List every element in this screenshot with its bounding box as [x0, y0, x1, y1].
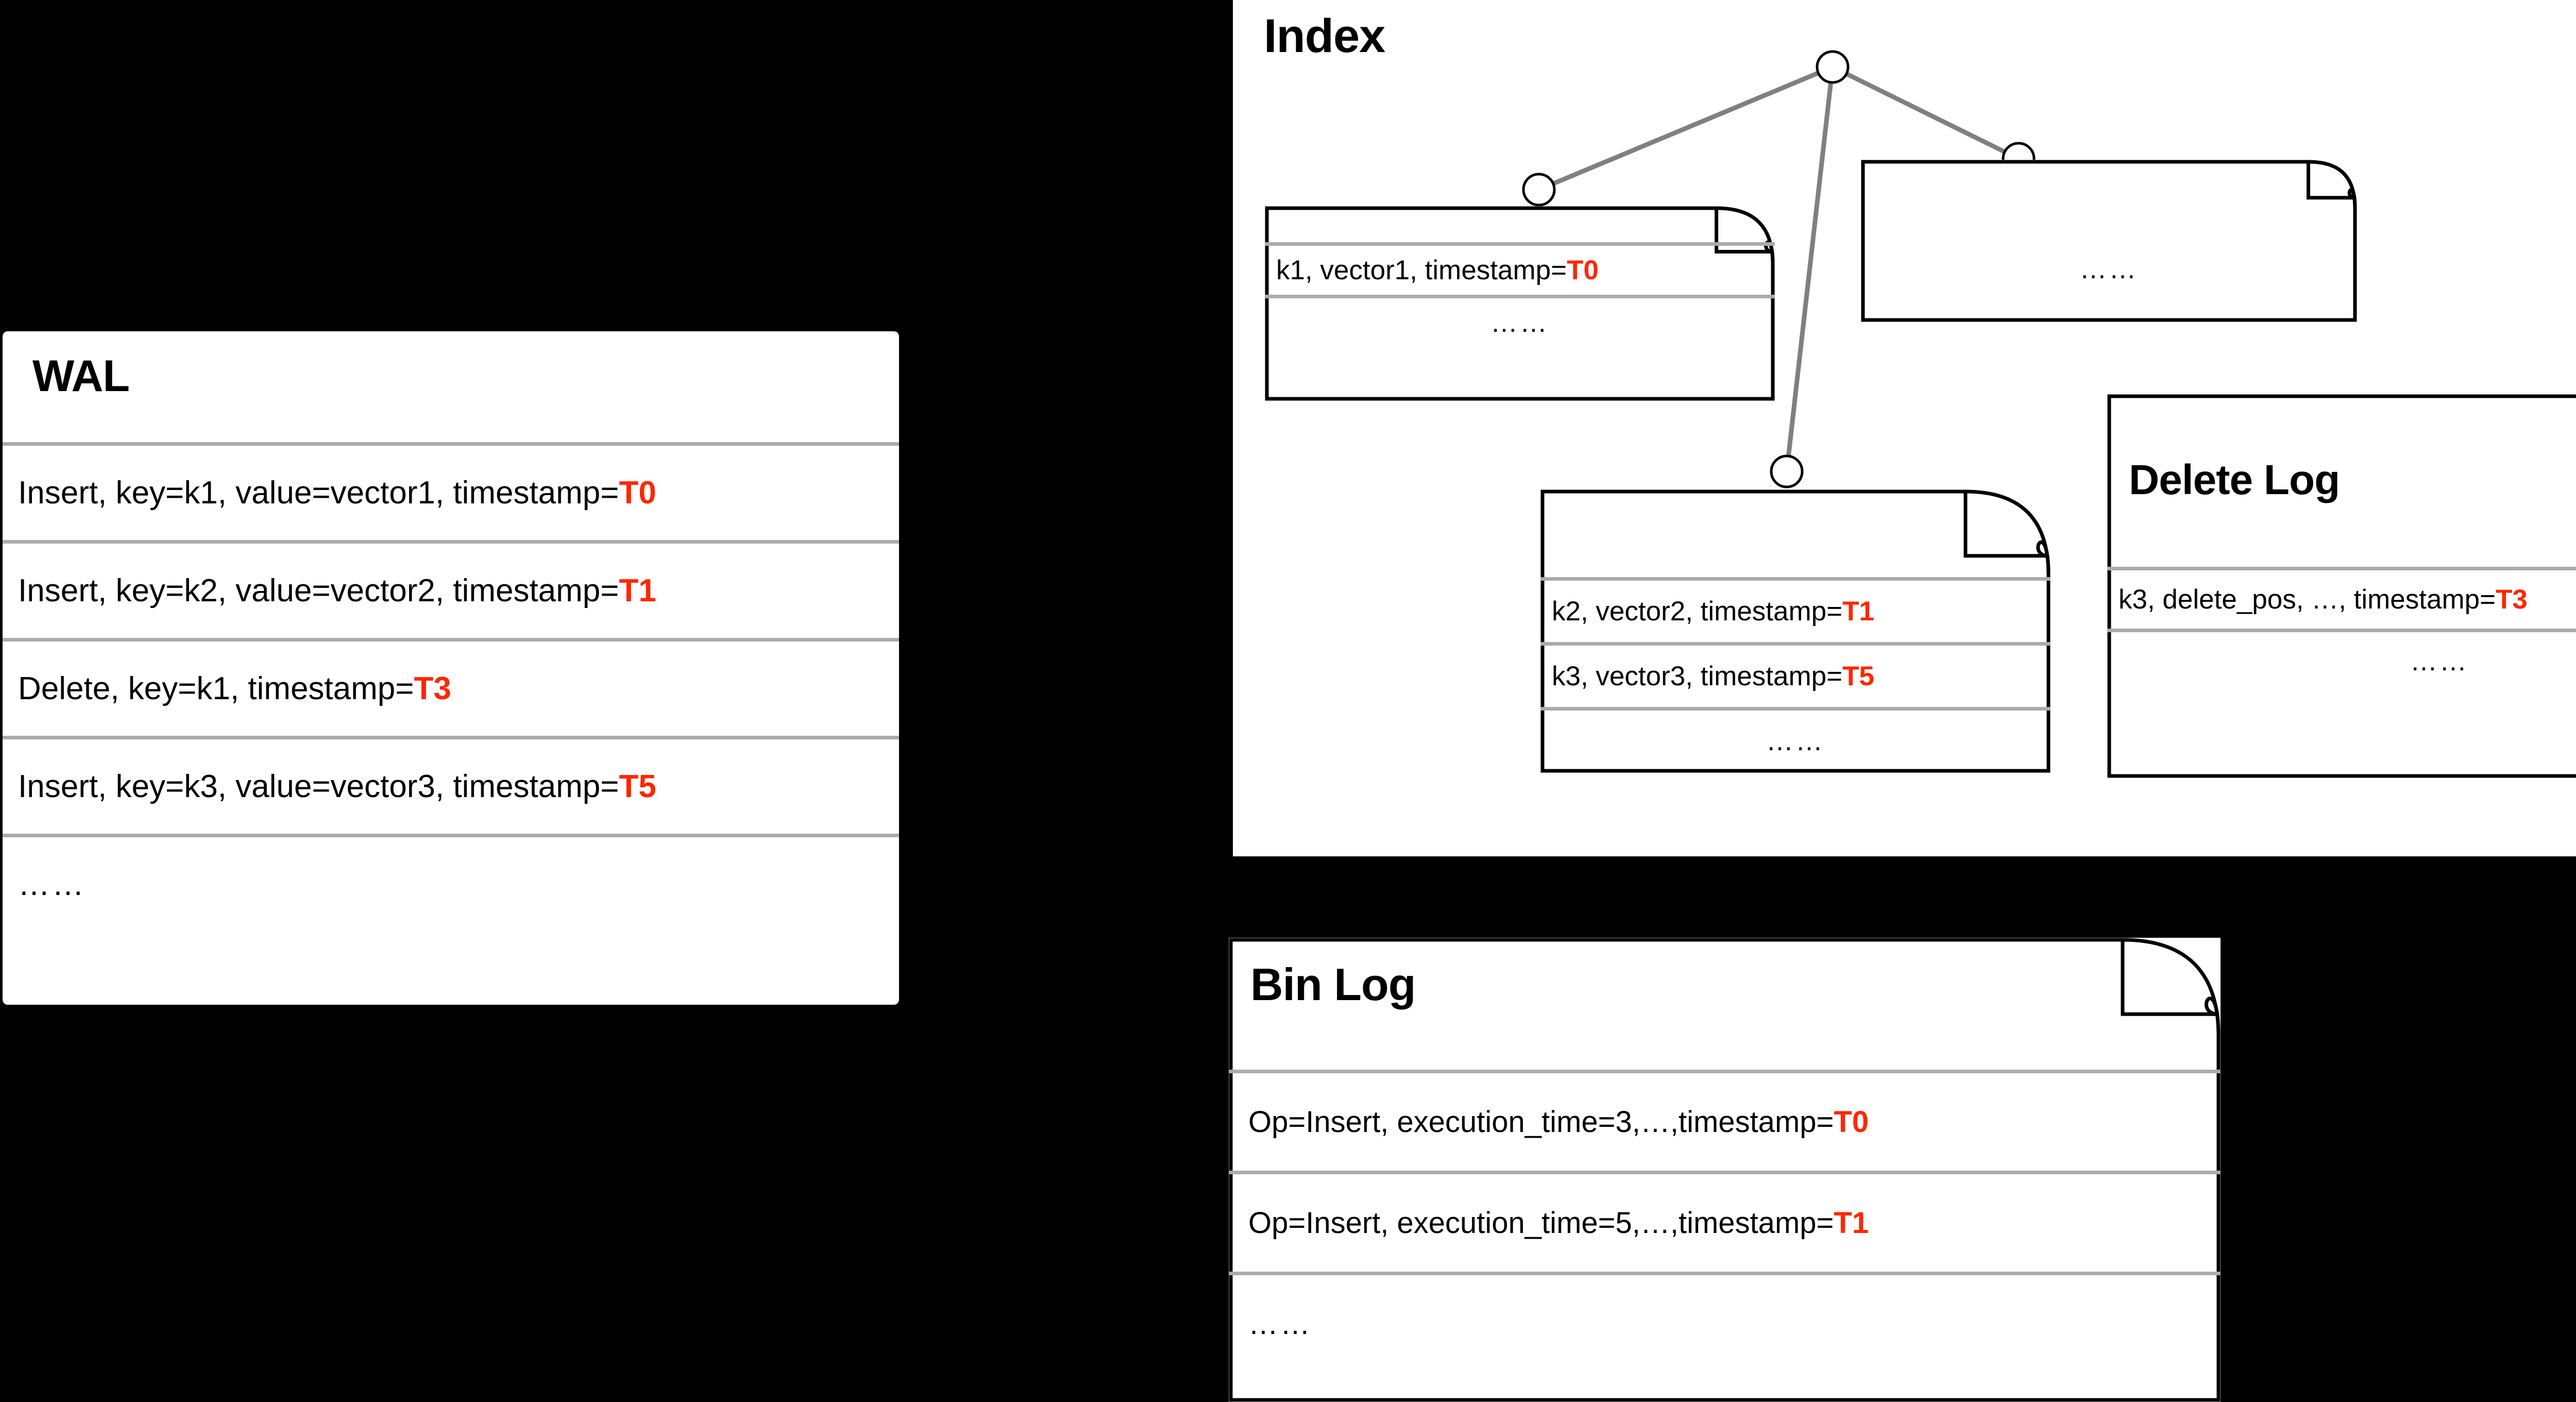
log-entry-text: ……	[1248, 1307, 1312, 1341]
wal-row-list: Insert, key=k1, value=vector1, timestamp…	[3, 442, 899, 932]
timestamp-value: T1	[1842, 596, 1874, 627]
log-entry-text: ……	[1766, 726, 1825, 756]
log-entry-text: ……	[2079, 254, 2139, 284]
timestamp-value: T3	[2496, 584, 2528, 615]
tree-node-child1	[1522, 173, 1556, 207]
document-outline-icon	[2107, 394, 2576, 778]
tree-node-root	[1816, 50, 1850, 84]
log-entry-text: ……	[1490, 308, 1549, 338]
log-entry-row: ……	[1229, 1272, 2221, 1373]
log-entry-text: k3, vector3, timestamp=T5	[1552, 661, 1874, 691]
tree-edge	[1784, 66, 1835, 472]
wal-entry-text: Delete, key=k1, timestamp=T3	[18, 671, 451, 706]
log-entry-row: ……	[1540, 707, 2050, 772]
delete-log-title: Delete Log	[2129, 457, 2340, 503]
log-entry-text: k1, vector1, timestamp=T0	[1276, 255, 1599, 285]
wal-entry-row: Insert, key=k2, value=vector2, timestamp…	[3, 540, 899, 638]
log-entry-row: ……	[2107, 629, 2576, 690]
wal-entry-row: Insert, key=k3, value=vector3, timestamp…	[3, 736, 899, 834]
document-outline-icon	[1229, 938, 2221, 1402]
log-entry-row: k3, delete_pos, …, timestamp=T3	[2107, 567, 2576, 629]
card-row-list: ……	[1861, 216, 2357, 322]
timestamp-value: T0	[1567, 255, 1599, 285]
timestamp-value: T1	[1834, 1206, 1869, 1240]
log-entry-row: Op=Insert, execution_time=5,…,timestamp=…	[1229, 1171, 2221, 1272]
log-entry-text: Op=Insert, execution_time=3,…,timestamp=…	[1248, 1105, 1869, 1139]
log-entry-text: ……	[2410, 646, 2469, 677]
tree-node-child3	[1770, 454, 1804, 488]
wal-panel: WAL Insert, key=k1, value=vector1, times…	[3, 331, 899, 1005]
index-card-k1[interactable]: k1, vector1, timestamp=T0 ……	[1265, 206, 1775, 401]
timestamp-value: T0	[1834, 1105, 1869, 1139]
log-entry-row: Op=Insert, execution_time=3,…,timestamp=…	[1229, 1070, 2221, 1171]
bin-log-card[interactable]: Bin Log Op=Insert, execution_time=3,…,ti…	[1229, 938, 2221, 1402]
log-entry-text: Op=Insert, execution_time=5,…,timestamp=…	[1248, 1206, 1869, 1240]
timestamp-value: T1	[619, 573, 656, 609]
document-outline-icon	[1540, 489, 2050, 773]
index-title: Index	[1264, 10, 1385, 62]
index-card-ellipsis[interactable]: ……	[1861, 160, 2357, 322]
document-outline-icon	[1861, 160, 2357, 322]
wal-entry-row: Delete, key=k1, timestamp=T3	[3, 638, 899, 736]
log-entry-text: k2, vector2, timestamp=T1	[1552, 596, 1874, 627]
timestamp-value: T5	[1842, 661, 1874, 691]
wal-title: WAL	[32, 351, 130, 401]
wal-entry-text: ……	[18, 867, 86, 902]
delete-log-card[interactable]: Delete Log k3, delete_pos, …, timestamp=…	[2107, 394, 2576, 778]
log-entry-row: k2, vector2, timestamp=T1	[1540, 577, 2050, 642]
tree-edge	[1538, 64, 1834, 192]
wal-entry-row: ……	[3, 834, 899, 932]
wal-entry-row: Insert, key=k1, value=vector1, timestamp…	[3, 442, 899, 540]
log-entry-text: k3, delete_pos, …, timestamp=T3	[2119, 584, 2528, 615]
card-row-list: k1, vector1, timestamp=T0 ……	[1265, 242, 1775, 347]
index-card-k2-k3[interactable]: k2, vector2, timestamp=T1 k3, vector3, ti…	[1540, 489, 2050, 773]
wal-entry-text: Insert, key=k3, value=vector3, timestamp…	[18, 769, 656, 804]
log-entry-row: k1, vector1, timestamp=T0	[1265, 242, 1775, 295]
wal-entry-text: Insert, key=k2, value=vector2, timestamp…	[18, 573, 656, 609]
timestamp-value: T5	[619, 769, 656, 804]
bin-log-row-list: Op=Insert, execution_time=3,…,timestamp=…	[1229, 1070, 2221, 1373]
timestamp-value: T0	[619, 475, 656, 511]
log-entry-row: ……	[1265, 295, 1775, 347]
log-entry-row: k3, vector3, timestamp=T5	[1540, 642, 2050, 707]
wal-entry-text: Insert, key=k1, value=vector1, timestamp…	[18, 475, 656, 511]
card-row-list: k3, delete_pos, …, timestamp=T3 ……	[2107, 567, 2576, 690]
timestamp-value: T3	[414, 671, 451, 706]
tree-edge	[1832, 64, 2020, 161]
card-row-list: k2, vector2, timestamp=T1 k3, vector3, ti…	[1540, 577, 2050, 772]
log-entry-row: ……	[1861, 216, 2357, 322]
index-panel: Index k1, vector1, timestamp=T0 …… …… k2,…	[1233, 0, 2576, 856]
bin-log-title: Bin Log	[1250, 959, 1416, 1010]
